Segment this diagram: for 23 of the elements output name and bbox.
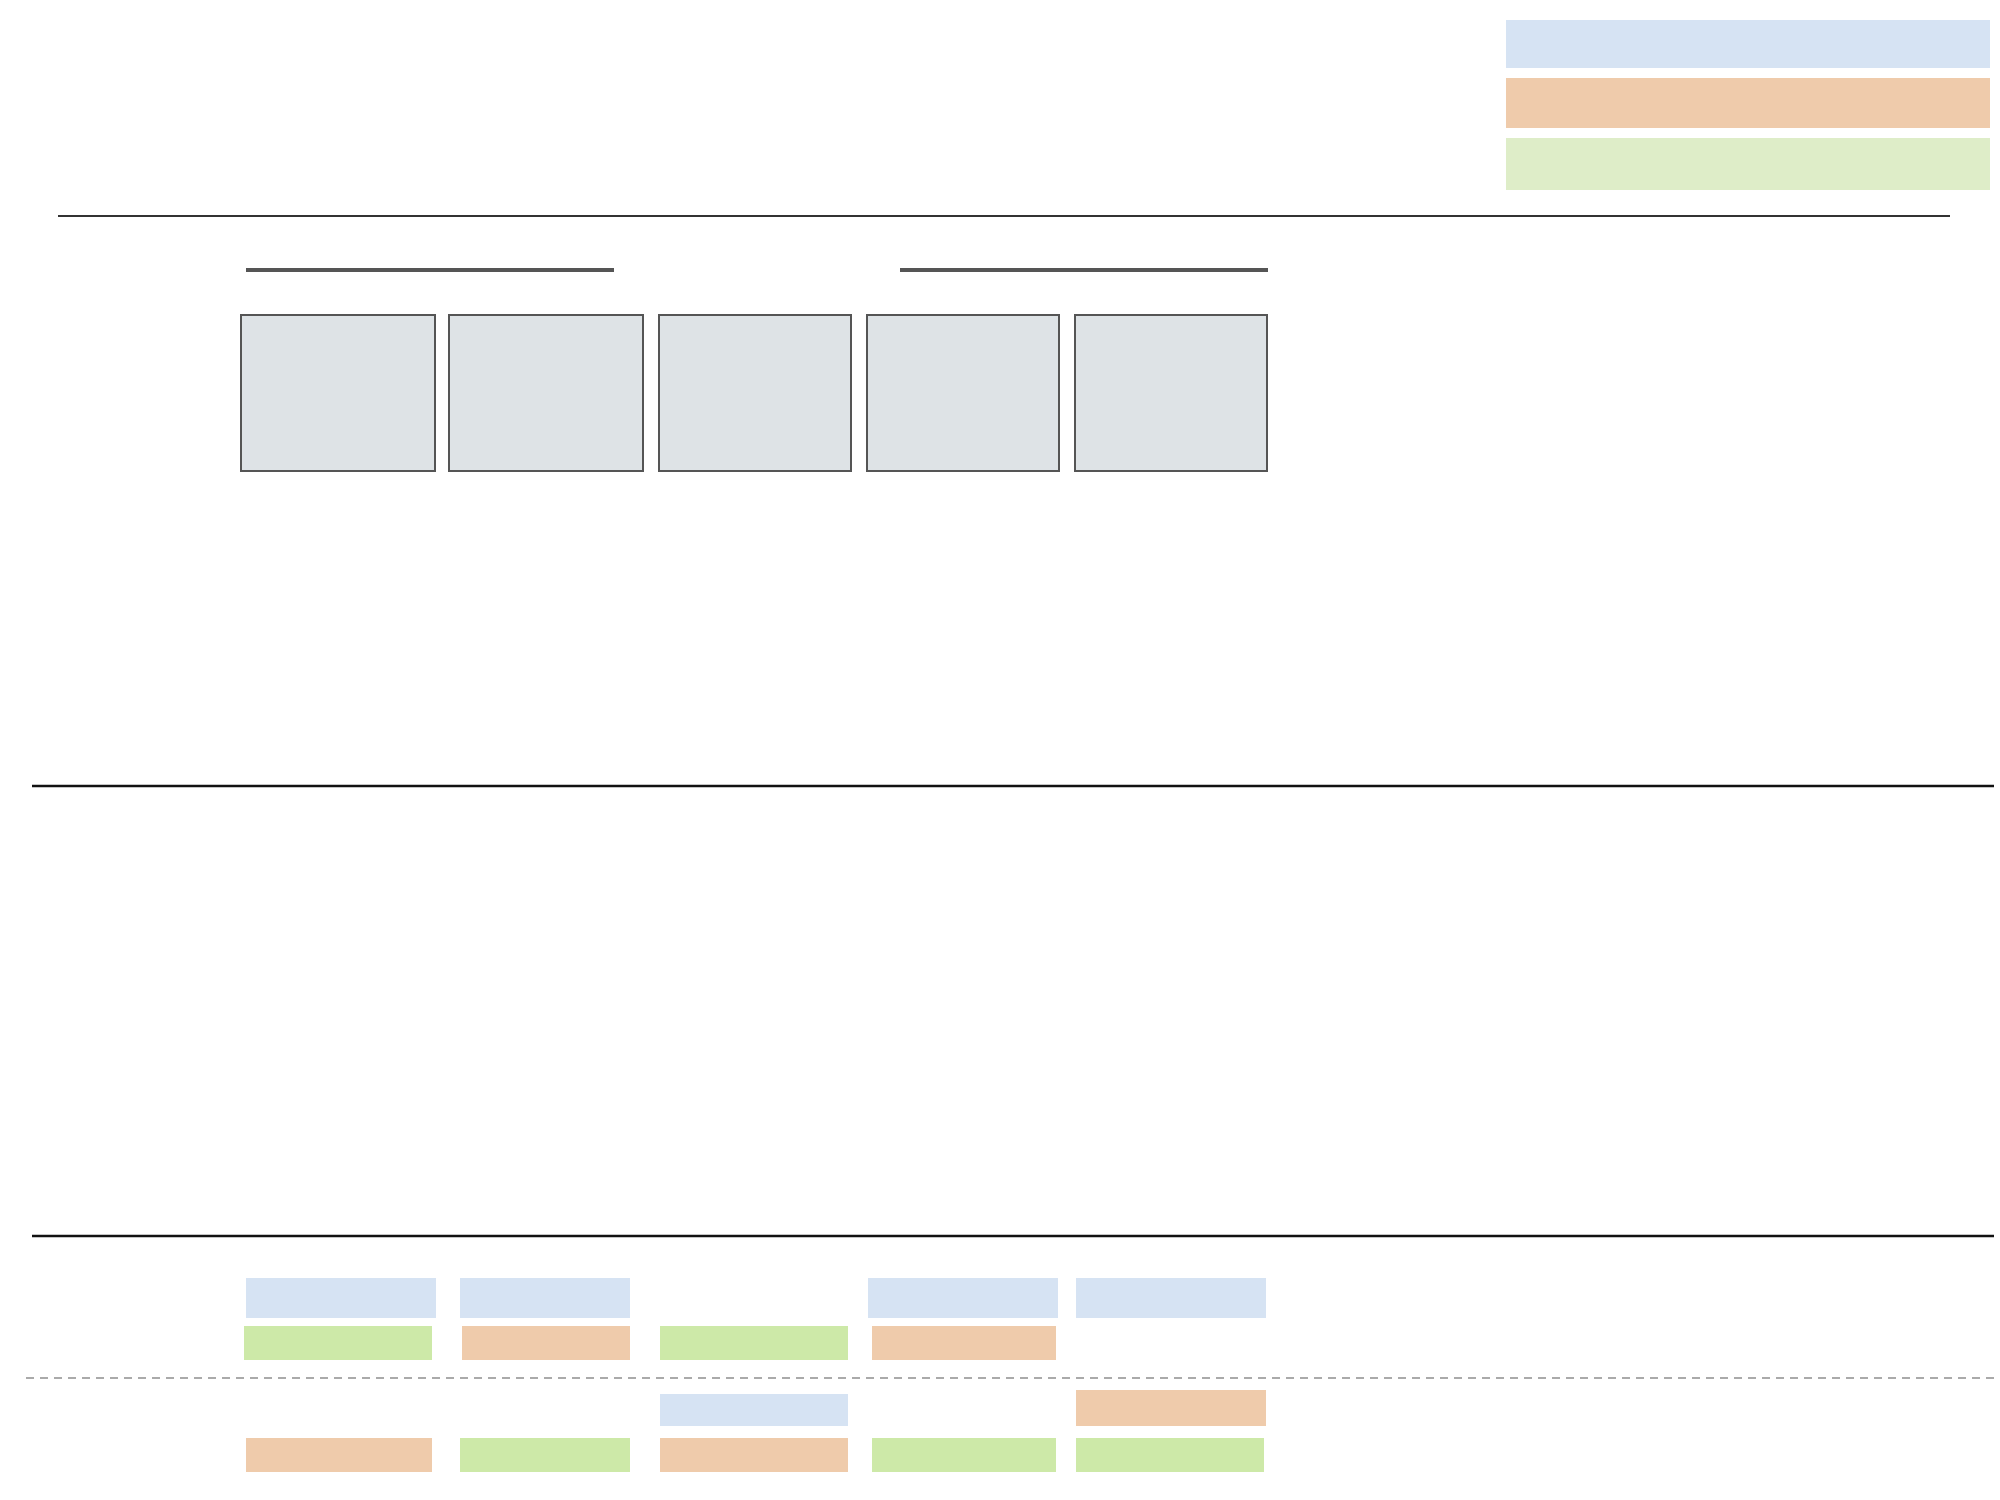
bar bbox=[460, 1438, 630, 1472]
bar bbox=[1506, 138, 1990, 190]
bar bbox=[246, 1278, 436, 1318]
bar bbox=[1076, 1278, 1266, 1318]
bar bbox=[460, 1278, 630, 1318]
panel-box bbox=[240, 314, 436, 472]
panel-box bbox=[866, 314, 1060, 472]
bar bbox=[1506, 78, 1990, 128]
bar bbox=[660, 1438, 848, 1472]
panel-box bbox=[658, 314, 852, 472]
bar bbox=[1076, 1438, 1264, 1472]
bar bbox=[462, 1326, 630, 1360]
panel-box bbox=[448, 314, 644, 472]
bar bbox=[872, 1326, 1056, 1360]
bar bbox=[1076, 1390, 1266, 1426]
bar bbox=[660, 1394, 848, 1426]
bar bbox=[244, 1326, 432, 1360]
bar bbox=[868, 1278, 1058, 1318]
bar bbox=[872, 1438, 1056, 1472]
panel-box bbox=[1074, 314, 1268, 472]
bar bbox=[246, 1438, 432, 1472]
bar bbox=[1506, 20, 1990, 68]
bar bbox=[660, 1326, 848, 1360]
